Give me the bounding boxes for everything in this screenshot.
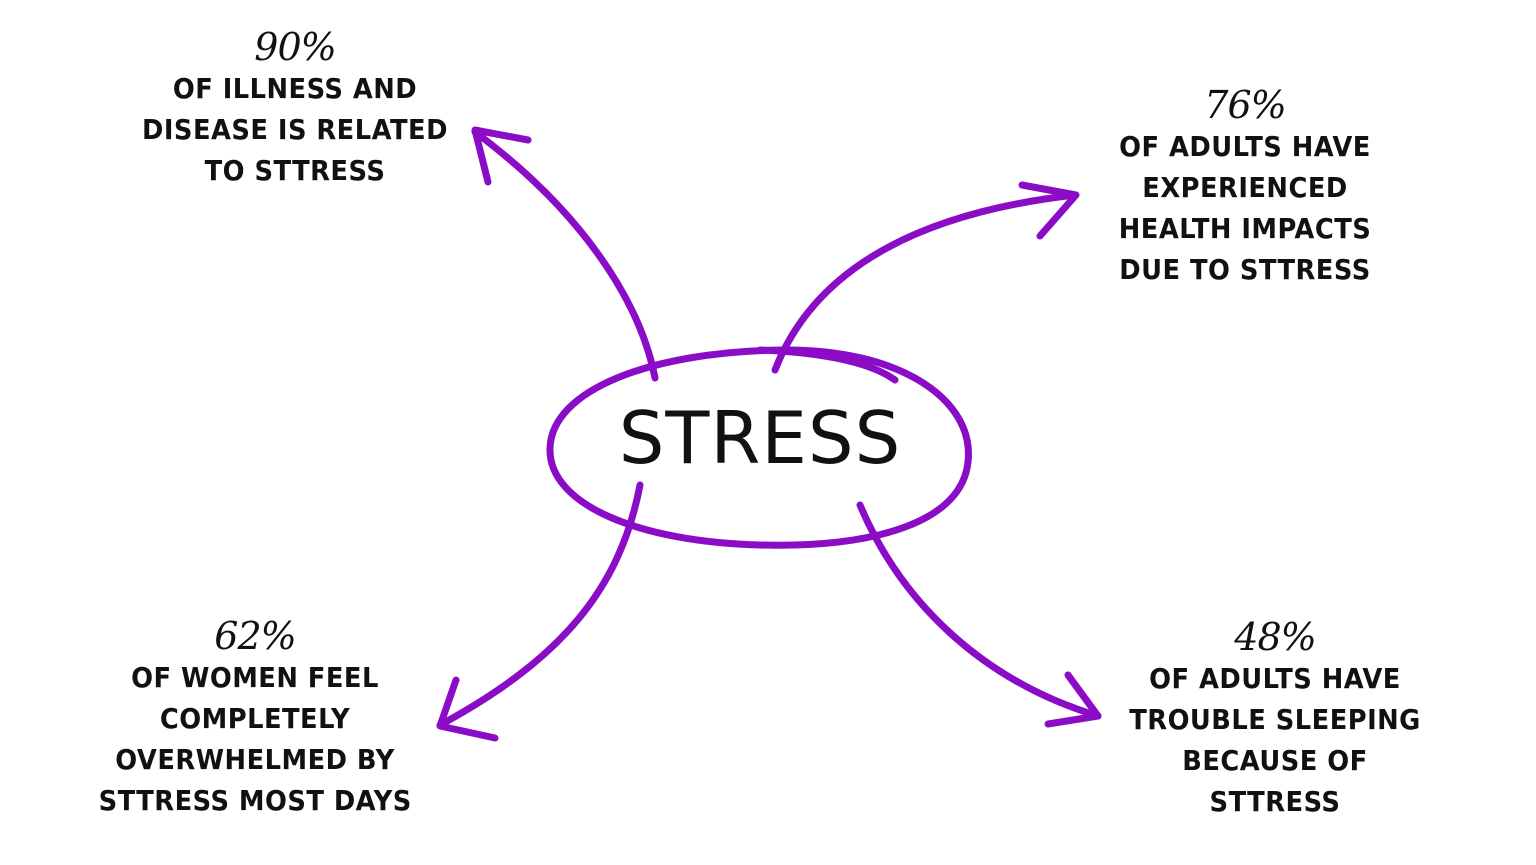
stat-text-line: TROUBLE SLEEPING <box>1129 703 1421 736</box>
stat-text-line: STTRESS MOST DAYS <box>98 784 412 817</box>
stat-percent: 90% <box>254 25 336 69</box>
stat-text-line: OF ADULTS HAVE <box>1119 130 1371 163</box>
stat-text-line: STTRESS <box>1209 785 1341 818</box>
stat-text-line: BECAUSE OF <box>1182 744 1368 777</box>
stat-text-line: OF ILLNESS AND <box>172 72 418 105</box>
center-label: STRESS <box>618 396 902 480</box>
stat-percent: 48% <box>1234 615 1316 659</box>
stat-text-line: EXPERIENCED <box>1142 171 1348 204</box>
arrow-head-top-left <box>471 126 532 186</box>
arrow-head-bottom-left <box>436 676 499 742</box>
stat-bottom-right: 48% OF ADULTS HAVE TROUBLE SLEEPING BECA… <box>1115 618 1435 822</box>
stat-text-line: OVERWHELMED BY <box>115 743 395 776</box>
stat-bottom-left: 62% OF WOMEN FEEL COMPLETELY OVERWHELMED… <box>85 617 425 821</box>
stat-text-line: HEALTH IMPACTS <box>1118 212 1372 245</box>
arrow-head-top-right <box>1018 181 1080 240</box>
arrow-shaft-bottom-left <box>436 481 644 729</box>
stat-top-left: 90% OF ILLNESS AND DISEASE IS RELATED TO… <box>120 28 470 191</box>
stat-text-line: TO STTRESS <box>204 154 386 187</box>
center-ellipse <box>546 346 972 549</box>
stat-text-line: OF WOMEN FEEL <box>131 661 379 694</box>
stat-text-line: DUE TO STTRESS <box>1119 253 1371 286</box>
stat-top-right: 76% OF ADULTS HAVE EXPERIENCED HEALTH IM… <box>1085 86 1405 290</box>
stat-text-line: DISEASE IS RELATED <box>142 113 448 146</box>
stat-text-line: COMPLETELY <box>159 702 351 735</box>
arrow-shaft-bottom-right <box>856 501 1102 720</box>
stat-percent: 76% <box>1204 83 1286 127</box>
arrow-head-bottom-right <box>1044 671 1102 728</box>
stat-text-line: OF ADULTS HAVE <box>1149 662 1401 695</box>
arrow-shaft-top-right <box>771 191 1079 374</box>
arrow-shaft-top-left <box>471 128 659 382</box>
stat-percent: 62% <box>214 614 296 658</box>
